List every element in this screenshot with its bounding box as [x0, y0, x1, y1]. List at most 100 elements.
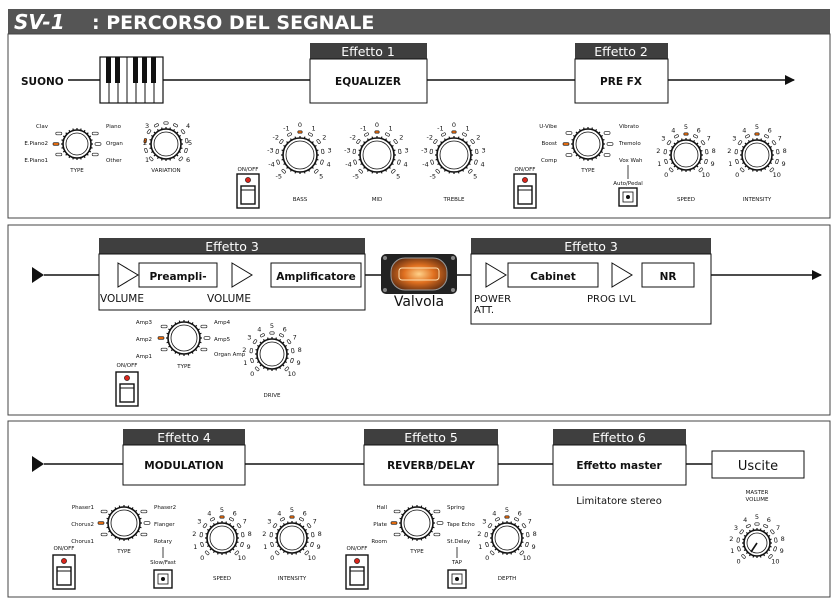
- scale-led: [774, 537, 778, 543]
- scale-label: 7: [313, 518, 317, 526]
- scale-label: -4: [345, 160, 351, 168]
- reverb-type-selector[interactable]: [390, 505, 444, 541]
- selector-led: [606, 142, 614, 146]
- scale-label: 6: [303, 509, 307, 517]
- scale-label: 9: [780, 547, 784, 555]
- scale-led: [299, 517, 304, 522]
- scale-label: 2: [727, 147, 731, 155]
- amp-type-opt-3: Amp4: [214, 320, 231, 326]
- onoff2-switch[interactable]: [513, 173, 537, 209]
- scale-label: 9: [317, 543, 321, 551]
- amp-type-selector[interactable]: [157, 320, 211, 356]
- scale-label: 8: [533, 530, 537, 538]
- scale-label: 9: [247, 543, 251, 551]
- scale-label: 4: [492, 509, 496, 517]
- scale-led: [768, 554, 773, 559]
- selector-led: [200, 347, 208, 352]
- scale-led: [705, 149, 709, 155]
- scale-label: 0: [664, 171, 668, 179]
- scale-led: [398, 148, 402, 154]
- scale-led: [775, 158, 779, 164]
- auto-pedal-button[interactable]: [618, 187, 638, 207]
- volume2-label: VOLUME: [207, 293, 251, 305]
- selector-led: [436, 521, 444, 525]
- outputs-label: Uscite: [738, 459, 778, 474]
- scale-led: [666, 140, 672, 146]
- selector-led-lit: [390, 521, 398, 525]
- scale-led-lit: [504, 515, 510, 519]
- selector-led-lit: [97, 521, 105, 525]
- nr-box: [641, 262, 695, 288]
- scale-led: [352, 148, 356, 154]
- mod-type-opt-3: Phaser2: [154, 505, 176, 511]
- scale-led: [674, 134, 679, 139]
- scale-label: -5: [276, 172, 282, 180]
- mod-type-selector[interactable]: [97, 505, 151, 541]
- tap-button[interactable]: [447, 569, 467, 589]
- scale-led: [745, 134, 750, 139]
- scale-led: [204, 550, 210, 556]
- prefx-type-caption: TYPE: [580, 168, 595, 174]
- cabinet-label: Cabinet: [530, 271, 576, 283]
- scale-label: 2: [262, 530, 266, 538]
- scale-label: 0: [737, 558, 741, 566]
- scale-label: 0: [375, 121, 379, 129]
- switch-led: [61, 558, 67, 564]
- outputs-box: [711, 450, 805, 479]
- page-title: : PERCORSO DEL SEGNALE: [92, 12, 374, 34]
- scale-led-lit: [297, 130, 303, 134]
- reverb-delay-box: [363, 444, 499, 486]
- variation-knob[interactable]: [143, 121, 189, 162]
- onoff4-switch[interactable]: [52, 554, 76, 590]
- mod-type-opt-0: Phaser1: [72, 505, 94, 511]
- variation-mark-1: 1: [145, 156, 149, 164]
- scale-label: 4: [743, 516, 747, 524]
- scale-label: 3: [734, 524, 738, 532]
- scale-led: [734, 149, 738, 155]
- slow-fast-button[interactable]: [153, 569, 173, 589]
- scale-label: 5: [290, 506, 294, 514]
- scale-led: [745, 524, 751, 529]
- scale-led: [275, 148, 279, 154]
- scale-label: 1: [243, 359, 247, 367]
- switch-led: [354, 558, 360, 564]
- scale-led: [754, 522, 760, 526]
- sound-type-selector[interactable]: [52, 128, 102, 160]
- scale-label: -2: [349, 134, 355, 142]
- onoff1-switch[interactable]: [236, 173, 260, 209]
- scale-led: [526, 532, 530, 538]
- mod-type-opt-5: Rotary: [154, 539, 173, 545]
- scale-label: 3: [482, 518, 486, 526]
- reverb-delay-label: REVERB/DELAY: [387, 460, 475, 472]
- scale-label: -2: [426, 134, 432, 142]
- volume2-amp-triangle: [231, 262, 253, 288]
- scale-label: 4: [742, 126, 746, 134]
- scale-led: [739, 529, 744, 535]
- scale-label: 3: [267, 518, 271, 526]
- onoff3-switch[interactable]: [115, 371, 139, 407]
- scale-label: 1: [730, 547, 734, 555]
- scale-led: [290, 357, 294, 363]
- onoff5-switch[interactable]: [345, 554, 369, 590]
- selector-led: [203, 336, 211, 340]
- scale-led: [286, 339, 292, 345]
- scale-led: [249, 348, 253, 354]
- prefx-type-selector[interactable]: [562, 127, 614, 161]
- scale-led: [280, 517, 285, 522]
- effect5-header-bg: [364, 429, 498, 445]
- selector-led: [433, 532, 441, 537]
- scale-label: 5: [319, 172, 323, 180]
- selector-led: [140, 509, 148, 514]
